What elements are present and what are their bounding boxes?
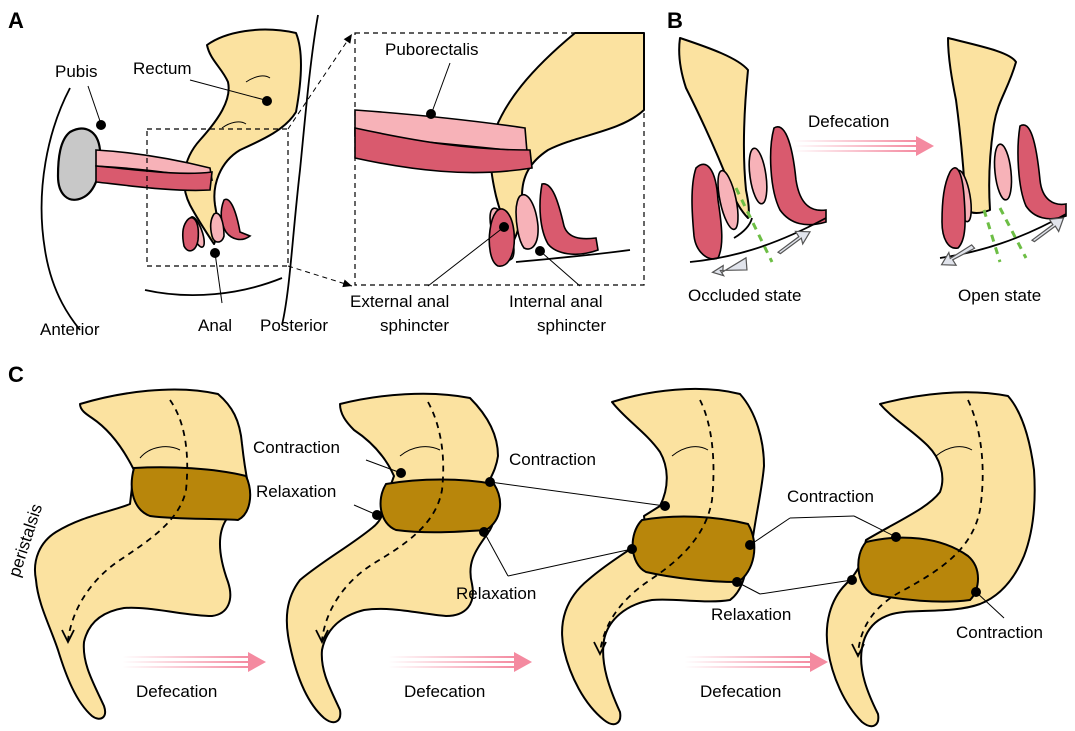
label-defecation-b: Defecation <box>808 112 889 131</box>
dot-rectum <box>262 96 272 106</box>
pointer-stage2-relaxation <box>354 505 377 515</box>
stage1-rectum <box>35 389 248 718</box>
open-canal-marker-right <box>1000 208 1026 258</box>
body-outline-buttock <box>145 278 282 295</box>
label-defecation-c1: Defecation <box>136 682 217 701</box>
label-internal-line1: Internal anal <box>509 292 603 311</box>
label-stage2-relaxation: Relaxation <box>256 482 336 501</box>
open-state-diagram <box>939 38 1068 269</box>
open-internal-dark <box>1018 125 1066 219</box>
dot-puborectalis <box>426 109 436 119</box>
label-external-line1: External anal <box>350 292 449 311</box>
occluded-internal-light <box>746 147 770 205</box>
dot-pubis <box>96 120 106 130</box>
label-stage3-contraction: Contraction <box>509 450 596 469</box>
label-pubis: Pubis <box>55 62 98 81</box>
stage-1: peristalsis <box>5 389 250 718</box>
label-stage2-contraction: Contraction <box>253 438 340 457</box>
label-stage4-contraction-bottom: Contraction <box>956 623 1043 642</box>
stage-3 <box>562 389 764 724</box>
open-canal-marker-left <box>984 210 1000 262</box>
occluded-arrow-right <box>774 228 813 254</box>
stage3-stool <box>633 517 755 582</box>
panel-c: C peristalsis Defecation <box>5 362 1043 726</box>
defecation-arrow-c3 <box>684 652 828 672</box>
label-anterior: Anterior <box>40 320 100 339</box>
panel-b-label: B <box>667 8 683 33</box>
pointer-stage3-contraction-a <box>490 482 665 506</box>
panel-c-label: C <box>8 362 24 387</box>
label-defecation-c2: Defecation <box>404 682 485 701</box>
occluded-external-dark <box>692 164 722 259</box>
pointer-puborectalis <box>432 63 450 112</box>
panel-b: B Occluded state Defecation <box>667 8 1067 305</box>
external-sphincter-small <box>183 218 199 251</box>
label-rectum: Rectum <box>133 59 192 78</box>
panel-a-label: A <box>8 8 24 33</box>
panel-a: A Pubis Rectum Anterior Anal <box>8 8 644 339</box>
label-puborectalis: Puborectalis <box>385 40 479 59</box>
label-stage3-relaxation: Relaxation <box>456 584 536 603</box>
pubis-bone <box>58 129 100 200</box>
internal-sphincter-small <box>221 199 250 239</box>
defecation-arrow-c1 <box>122 652 266 672</box>
label-anal: Anal <box>198 316 232 335</box>
defecation-arrow-c2 <box>388 652 532 672</box>
stage-4 <box>827 392 1035 726</box>
label-posterior: Posterior <box>260 316 328 335</box>
rectum-body <box>184 30 301 244</box>
occluded-arrow-left <box>711 258 749 278</box>
stage1-stool <box>132 467 250 520</box>
open-internal-light <box>992 143 1014 200</box>
label-occluded-state: Occluded state <box>688 286 801 305</box>
label-open-state: Open state <box>958 286 1041 305</box>
label-internal-line2: sphincter <box>537 316 606 335</box>
pointer-pubis <box>88 86 101 124</box>
internal-sphincter-zoomed-light <box>516 195 538 249</box>
label-stage4-contraction-top: Contraction <box>787 487 874 506</box>
defecation-arrow-b <box>792 136 934 156</box>
label-stage4-relaxation: Relaxation <box>711 605 791 624</box>
open-external-dark <box>942 168 965 248</box>
internal-sphincter-zoomed <box>540 184 598 254</box>
zoom-line-bottom <box>288 266 352 286</box>
open-arrow-right <box>1028 216 1067 242</box>
pointer-anal <box>215 253 222 303</box>
body-outline-anterior <box>42 88 80 330</box>
stage2-stool <box>381 480 501 533</box>
pointer-stage4-contraction-b <box>790 516 854 518</box>
external-sphincter-zoomed <box>489 209 514 266</box>
occluded-state-diagram <box>679 38 826 278</box>
pointer-stage3-relaxation-a <box>484 532 508 576</box>
label-defecation-c3: Defecation <box>700 682 781 701</box>
label-external-line2: sphincter <box>380 316 449 335</box>
